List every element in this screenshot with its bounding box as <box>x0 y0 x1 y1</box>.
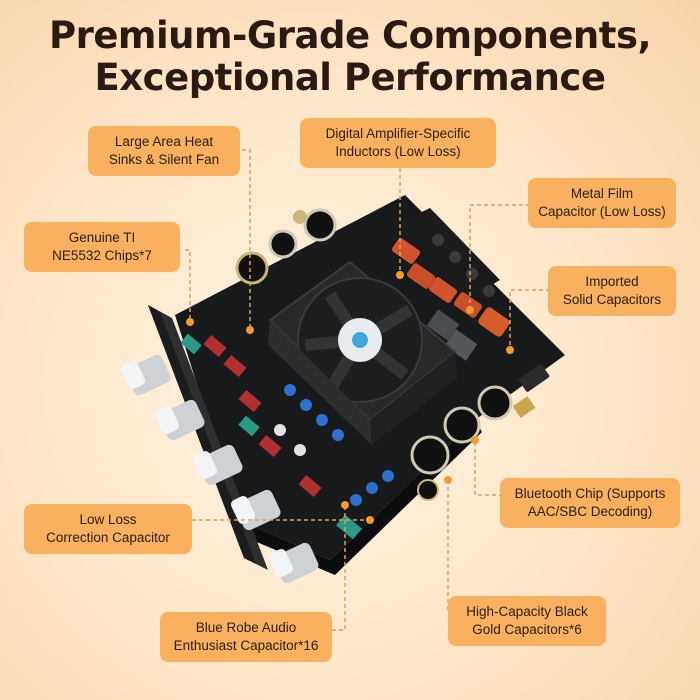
label-metal-film-line-1: Metal Film <box>570 186 634 201</box>
label-solid-capacitors: Imported Solid Capacitors <box>548 266 676 316</box>
knob-2 <box>154 399 205 441</box>
label-metal-film-line-2: Capacitor (Low Loss) <box>538 204 666 219</box>
label-inductors-line-1: Digital Amplifier-Specific <box>325 126 471 141</box>
label-heat-sinks-line-1: Large Area Heat <box>114 134 214 149</box>
leader-lines <box>185 149 550 631</box>
label-heat-sinks: Large Area Heat Sinks & Silent Fan <box>88 126 240 176</box>
label-inductors: Digital Amplifier-Specific Inductors (Lo… <box>300 118 496 168</box>
label-bluetooth-chip-line-2: AAC/SBC Decoding) <box>527 504 653 519</box>
label-black-gold: High-Capacity Black Gold Capacitors*6 <box>448 596 606 646</box>
black-gold-capacitors <box>410 385 513 501</box>
audio-jack <box>518 364 550 392</box>
label-metal-film: Metal Film Capacitor (Low Loss) <box>528 178 676 228</box>
label-blue-robe-line-2: Enthusiast Capacitor*16 <box>173 638 319 653</box>
label-black-gold-line-2: Gold Capacitors*6 <box>472 622 582 637</box>
label-blue-robe: Blue Robe Audio Enthusiast Capacitor*16 <box>160 612 332 662</box>
amplifier-board <box>175 195 565 575</box>
label-low-loss-line-1: Low Loss <box>79 512 137 527</box>
label-ti-chips: Genuine TI NE5532 Chips*7 <box>24 222 180 272</box>
terminal-blocks <box>395 208 500 300</box>
blue-capacitors <box>274 384 394 506</box>
top-capacitors <box>235 208 337 285</box>
label-solid-capacitors-line-2: Solid Capacitors <box>562 292 662 307</box>
headline-line-1: Premium-Grade Components, <box>48 14 652 57</box>
cooling-fan <box>268 260 457 422</box>
label-blue-robe-line-1: Blue Robe Audio <box>195 620 297 635</box>
inductor-capacitor-row <box>391 238 510 337</box>
knob-1 <box>120 354 171 396</box>
inductors <box>426 309 478 361</box>
label-bluetooth-chip-line-1: Bluetooth Chip (Supports <box>514 486 666 501</box>
label-heat-sinks-line-2: Sinks & Silent Fan <box>108 152 220 167</box>
bluetooth-module <box>512 396 536 418</box>
tuning-components <box>180 333 362 540</box>
label-low-loss: Low Loss Correction Capacitor <box>24 504 192 554</box>
knob-3 <box>192 444 243 486</box>
label-solid-capacitors-line-1: Imported <box>585 274 639 289</box>
heat-sink <box>268 320 457 445</box>
knob-5 <box>268 542 319 584</box>
label-ti-chips-line-1: Genuine TI <box>68 230 136 245</box>
label-low-loss-line-2: Correction Capacitor <box>46 530 170 545</box>
leader-dots <box>186 271 514 524</box>
headline-line-2: Exceptional Performance <box>94 56 606 99</box>
label-ti-chips-line-2: NE5532 Chips*7 <box>52 248 152 263</box>
label-black-gold-line-1: High-Capacity Black <box>466 604 588 619</box>
label-inductors-line-2: Inductors (Low Loss) <box>335 144 461 159</box>
label-bluetooth-chip: Bluetooth Chip (Supports AAC/SBC Decodin… <box>500 478 680 528</box>
